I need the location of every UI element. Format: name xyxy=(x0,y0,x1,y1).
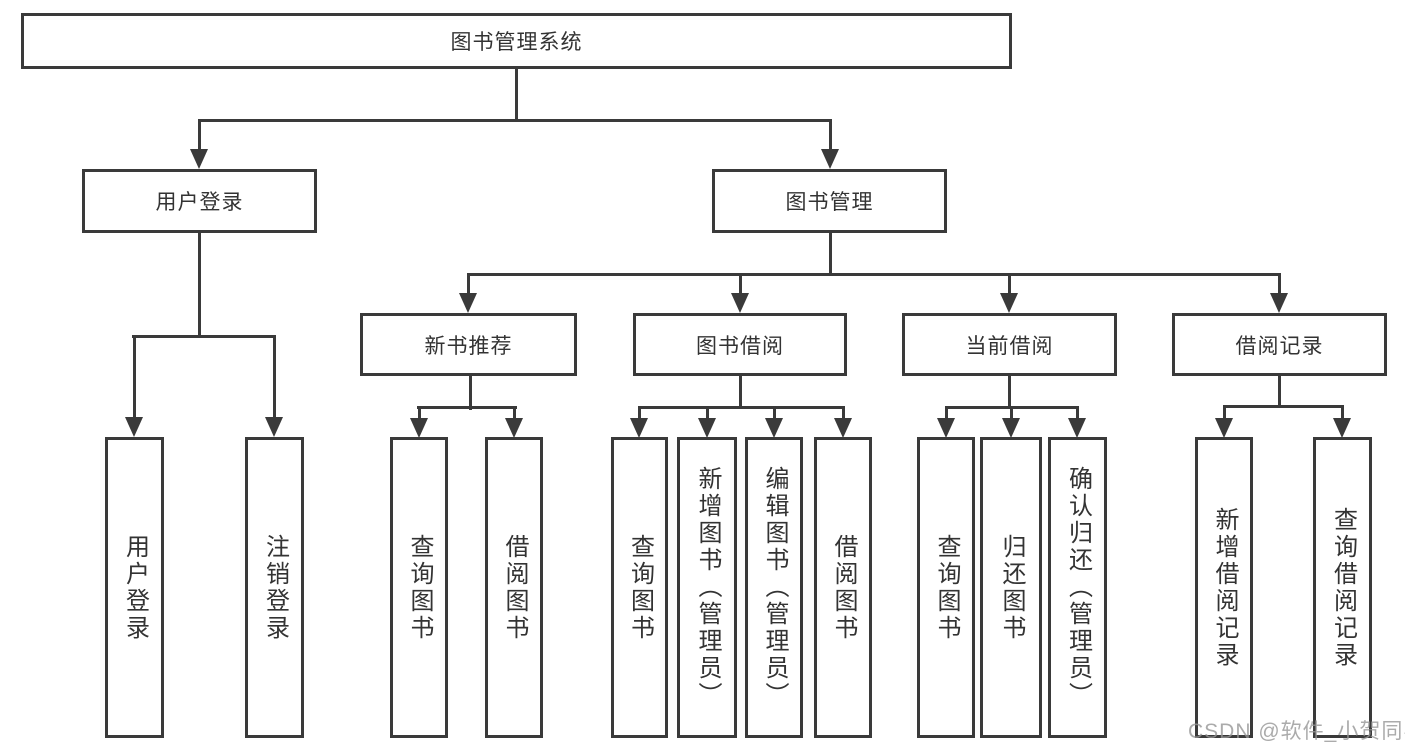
connector-arrow-stem xyxy=(1009,407,1013,420)
connector-arrow-stem xyxy=(197,120,201,151)
connector-horizontal-line xyxy=(197,118,832,122)
arrowhead-down-icon xyxy=(1215,418,1233,438)
leaf-query-book-2-label: 查询图书 xyxy=(626,533,654,642)
connector-arrow-stem xyxy=(1222,406,1226,420)
connector-arrow-stem xyxy=(1277,274,1281,295)
leaf-logout-label: 注销登录 xyxy=(261,533,289,642)
node-current-borrow: 当前借阅 xyxy=(902,313,1117,376)
arrowhead-down-icon xyxy=(505,418,523,438)
connector-arrow-stem xyxy=(512,407,516,420)
arrowhead-down-icon xyxy=(1270,293,1288,313)
connector-arrow-stem xyxy=(1075,407,1079,420)
leaf-return-book-label: 归还图书 xyxy=(998,533,1025,642)
leaf-query-book-1-label: 查询图书 xyxy=(406,533,433,642)
leaf-borrow-book-1: 借阅图书 xyxy=(485,437,543,738)
leaf-query-book-2: 查询图书 xyxy=(611,437,668,738)
arrowhead-down-icon xyxy=(410,418,428,438)
connector-vertical-line xyxy=(1007,376,1011,409)
arrowhead-down-icon xyxy=(459,293,477,313)
arrowhead-down-icon xyxy=(821,149,839,169)
leaf-borrow-book-2: 借阅图书 xyxy=(814,437,872,738)
arrowhead-down-icon xyxy=(698,418,716,438)
arrowhead-down-icon xyxy=(937,418,955,438)
connector-arrow-stem xyxy=(828,120,832,151)
connector-arrow-stem xyxy=(772,407,776,420)
node-user-login-label: 用户登录 xyxy=(155,191,244,214)
arrowhead-down-icon xyxy=(1333,418,1351,438)
leaf-edit-book-admin: 编辑图书（管理员） xyxy=(745,437,803,738)
arrowhead-down-icon xyxy=(1002,418,1020,438)
leaf-query-borrow-record: 查询借阅记录 xyxy=(1313,437,1372,738)
connector-arrow-stem xyxy=(417,407,421,420)
connector-arrow-stem xyxy=(466,274,470,295)
connector-arrow-stem xyxy=(132,336,136,419)
connector-horizontal-line xyxy=(131,334,276,338)
node-user-login: 用户登录 xyxy=(82,169,317,233)
leaf-query-book-1: 查询图书 xyxy=(390,437,448,738)
leaf-add-book-admin-label: 新增图书（管理员） xyxy=(694,466,721,709)
leaf-edit-book-admin-label: 编辑图书（管理员） xyxy=(761,466,788,709)
node-borrow-records-label: 借阅记录 xyxy=(1235,334,1324,358)
leaf-add-borrow-record: 新增借阅记录 xyxy=(1195,437,1253,738)
arrowhead-down-icon xyxy=(265,417,283,437)
connector-horizontal-line xyxy=(416,405,517,409)
node-borrow-records: 借阅记录 xyxy=(1172,313,1387,376)
connector-arrow-stem xyxy=(705,407,709,420)
connector-horizontal-line xyxy=(1222,404,1344,408)
leaf-query-book-3: 查询图书 xyxy=(917,437,975,738)
arrowhead-down-icon xyxy=(765,418,783,438)
arrowhead-down-icon xyxy=(1000,293,1018,313)
connector-vertical-line xyxy=(197,233,201,338)
connector-arrow-stem xyxy=(841,407,845,420)
node-book-borrow-label: 图书借阅 xyxy=(696,334,784,358)
connector-horizontal-line xyxy=(466,272,1281,276)
leaf-query-book-3-label: 查询图书 xyxy=(933,533,960,642)
node-new-book-recommend: 新书推荐 xyxy=(360,313,577,376)
node-new-book-recommend-label: 新书推荐 xyxy=(424,334,513,358)
node-book-management: 图书管理 xyxy=(712,169,947,233)
node-root: 图书管理系统 xyxy=(21,13,1012,69)
csdn-watermark: CSDN @软件_小贺同学 xyxy=(1188,720,1405,743)
connector-vertical-line xyxy=(514,69,518,121)
arrowhead-down-icon xyxy=(834,418,852,438)
leaf-logout: 注销登录 xyxy=(245,437,304,738)
leaf-return-book: 归还图书 xyxy=(980,437,1042,738)
arrowhead-down-icon xyxy=(125,417,143,437)
node-root-label: 图书管理系统 xyxy=(450,31,583,54)
node-book-management-label: 图书管理 xyxy=(785,191,874,214)
connector-arrow-stem xyxy=(637,407,641,420)
connector-arrow-stem xyxy=(1007,274,1011,295)
connector-arrow-stem xyxy=(944,407,948,420)
connector-vertical-line xyxy=(738,376,742,409)
leaf-user-login: 用户登录 xyxy=(105,437,164,738)
connector-horizontal-line xyxy=(637,405,845,409)
node-current-borrow-label: 当前借阅 xyxy=(965,334,1054,358)
connector-arrow-stem xyxy=(1340,406,1344,420)
connector-vertical-line xyxy=(1277,376,1281,408)
leaf-add-borrow-record-label: 新增借阅记录 xyxy=(1211,506,1238,669)
connector-arrow-stem xyxy=(738,274,742,295)
connector-arrow-stem xyxy=(272,336,276,419)
node-book-borrow: 图书借阅 xyxy=(633,313,847,376)
connector-vertical-line xyxy=(468,376,472,410)
leaf-borrow-book-1-label: 借阅图书 xyxy=(501,533,528,642)
leaf-borrow-book-2-label: 借阅图书 xyxy=(830,533,857,642)
arrowhead-down-icon xyxy=(731,293,749,313)
leaf-add-book-admin: 新增图书（管理员） xyxy=(677,437,737,738)
arrowhead-down-icon xyxy=(630,418,648,438)
leaf-confirm-return-admin-label: 确认归还（管理员） xyxy=(1064,466,1092,709)
arrowhead-down-icon xyxy=(1068,418,1086,438)
connector-vertical-line xyxy=(828,233,832,276)
arrowhead-down-icon xyxy=(190,149,208,169)
leaf-user-login-label: 用户登录 xyxy=(121,533,149,642)
leaf-query-borrow-record-label: 查询借阅记录 xyxy=(1329,506,1357,669)
leaf-confirm-return-admin: 确认归还（管理员） xyxy=(1048,437,1107,738)
